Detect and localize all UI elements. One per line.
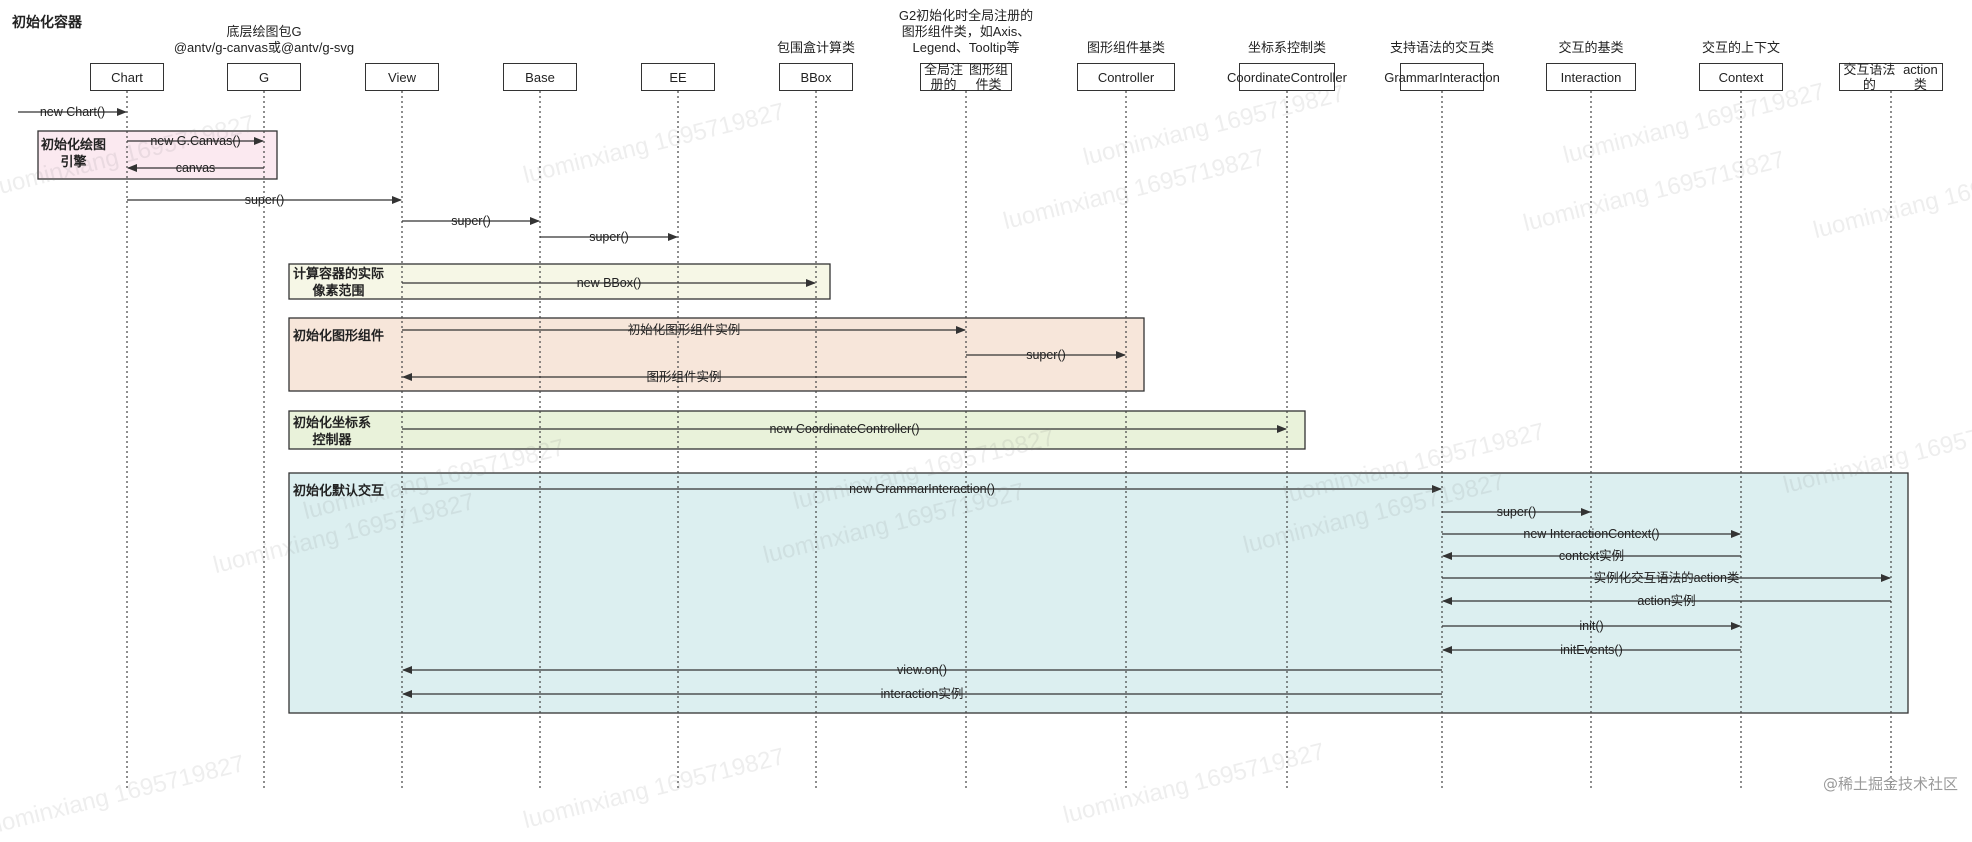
message-label-5: super() <box>589 230 629 244</box>
message-label-11: new GrammarInteraction() <box>849 482 995 496</box>
actor-desc-components: G2初始化时全局注册的图形组件类，如Axis、Legend、Tooltip等 <box>898 8 1034 55</box>
frame-calc-bbox <box>288 263 831 300</box>
diagram-title: 初始化容器 <box>12 14 82 30</box>
message-label-9: 图形组件实例 <box>646 370 722 384</box>
actor-view: View <box>365 63 439 91</box>
message-label-12: super() <box>1496 505 1537 519</box>
actor-base: Base <box>503 63 577 91</box>
actor-desc-interaction: 交互的基类 <box>1558 40 1624 55</box>
message-label-19: view.on() <box>896 663 948 677</box>
message-label-4: super() <box>451 214 491 228</box>
actor-bbox: BBox <box>779 63 853 91</box>
actor-components: 全局注册的图形组件类 <box>920 62 1012 92</box>
diagram-lines <box>18 91 1909 790</box>
actor-desc-g: 底层绘图包G@antv/g-canvas或@antv/g-svg <box>173 24 355 55</box>
actor-g: G <box>227 63 301 91</box>
message-label-3: super() <box>244 193 285 207</box>
message-label-14: context实例 <box>1558 549 1625 563</box>
frame-label-init-coord: 初始化坐标系控制器 <box>293 415 372 447</box>
actor-desc-bbox: 包围盒计算类 <box>776 40 856 55</box>
actor-ee: EE <box>641 63 715 91</box>
message-label-20: interaction实例 <box>880 687 964 701</box>
actor-desc-controller: 图形组件基类 <box>1086 40 1166 55</box>
message-label-7: 初始化图形组件实例 <box>627 323 741 337</box>
frame-label-init-draw: 初始化绘图引擎 <box>41 137 107 169</box>
actor-desc-grammar: 支持语法的交互类 <box>1389 40 1495 55</box>
frame-label-init-interaction: 初始化默认交互 <box>293 483 385 498</box>
message-label-10: new CoordinateController() <box>769 422 920 436</box>
message-label-13: new InteractionContext() <box>1523 527 1660 541</box>
frame-init-interaction <box>288 472 1909 714</box>
message-label-18: initEvents() <box>1560 643 1623 657</box>
actor-context: Context <box>1699 63 1783 91</box>
actor-desc-context: 交互的上下文 <box>1701 40 1781 55</box>
frame-label-init-components: 初始化图形组件 <box>293 328 385 343</box>
frame-init-draw <box>37 130 278 180</box>
message-label-1: new G.Canvas() <box>150 134 241 148</box>
message-label-2: canvas <box>175 161 216 175</box>
brand-watermark: @稀土掘金技术社区 <box>1822 775 1958 793</box>
frame-label-calc-bbox: 计算容器的实际像素范围 <box>293 266 385 298</box>
frame-init-coord <box>288 410 1306 450</box>
message-label-17: init() <box>1579 619 1604 633</box>
message-label-16: action实例 <box>1637 594 1696 608</box>
actor-interaction: Interaction <box>1546 63 1636 91</box>
message-label-15: 实例化交互语法的action类 <box>1593 571 1740 585</box>
message-label-6: new BBox() <box>576 276 642 290</box>
message-label-8: super() <box>1026 348 1066 362</box>
actor-desc-coord: 坐标系控制类 <box>1247 40 1327 55</box>
actor-controller: Controller <box>1077 63 1175 91</box>
actor-chart: Chart <box>90 63 164 91</box>
message-label-0: new Chart() <box>39 105 106 119</box>
